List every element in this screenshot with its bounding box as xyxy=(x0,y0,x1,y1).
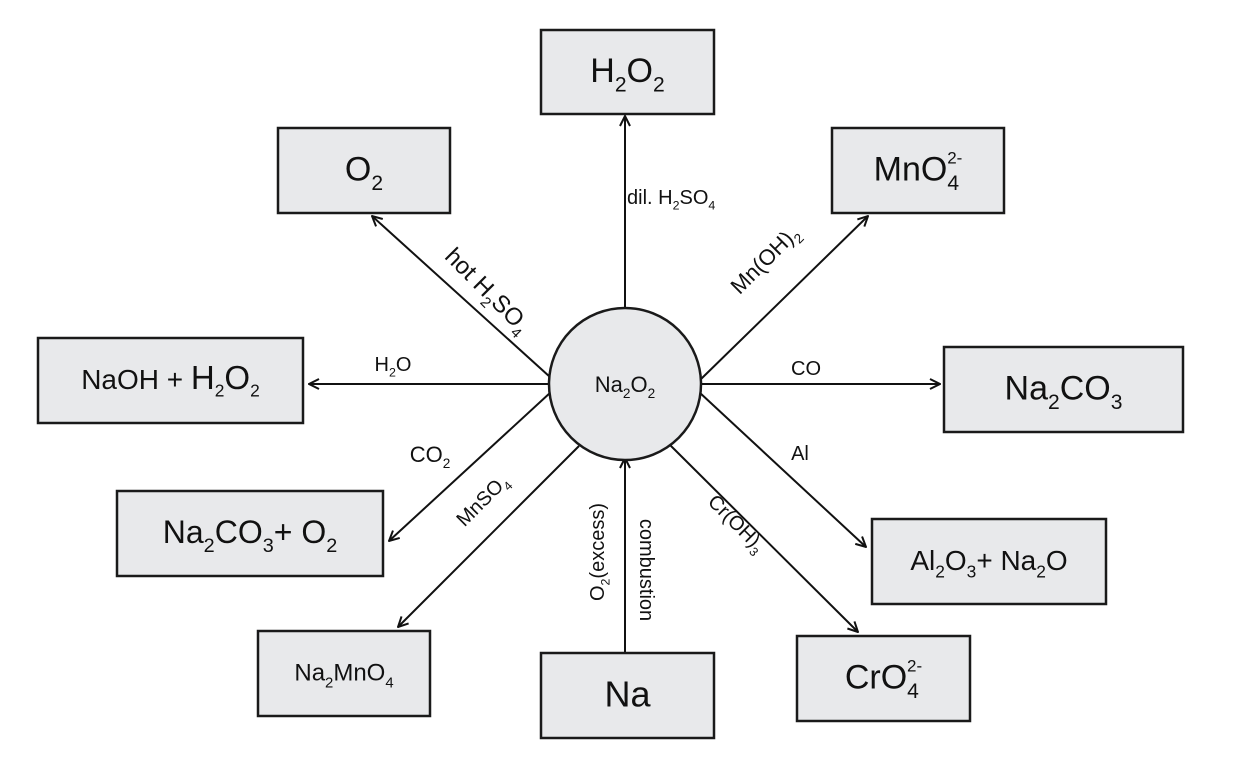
reagent-label-mnso4: MnSO4 xyxy=(452,470,515,533)
center-node-circle xyxy=(547,306,703,462)
reagent-label-co2: CO2 xyxy=(410,442,451,471)
arrow-to-o2 xyxy=(372,216,551,378)
arrow-to-mno4 xyxy=(699,216,868,381)
product-box-na2mno4 xyxy=(256,629,432,718)
reagent-label-al: Al xyxy=(791,443,809,465)
product-box-al2o3-na2o xyxy=(870,517,1108,606)
arrow-to-na2mno4 xyxy=(398,445,580,627)
reagent-label-dil-h2so4: dil. H2SO4 xyxy=(627,187,715,213)
reagent-label-o2-excess: O2(excess) xyxy=(587,503,613,601)
product-box-na2co3-o2 xyxy=(115,489,385,578)
reagent-label-combustion: combustion xyxy=(635,519,657,621)
product-label-naoh-h2o2: NaOH + H2O2 xyxy=(81,360,260,401)
product-label-h2o2: H2O2 xyxy=(590,52,664,97)
reagent-label-mn-oh-2: Mn(OH)2 xyxy=(726,221,807,302)
product-label-cro4: CrO42- xyxy=(845,657,922,704)
product-label-na2mno4: Na2MnO4 xyxy=(294,660,393,692)
reagent-label-h2o: H2O xyxy=(375,354,412,380)
product-box-h2o2 xyxy=(539,28,716,116)
reagent-label-co: CO xyxy=(791,358,821,380)
center-node-label: Na2O2 xyxy=(595,372,655,401)
arrow-to-al2o3-na2o xyxy=(698,391,866,547)
product-box-naoh-h2o2 xyxy=(36,336,305,425)
product-box-mno4 xyxy=(830,126,1006,215)
reagent-label-cr-oh-3: Cr(OH)3 xyxy=(701,491,770,560)
reagent-label-hot-h2so4: hot H2SO4 xyxy=(436,243,535,342)
product-box-cro4 xyxy=(795,634,972,723)
product-box-na2co3 xyxy=(942,345,1185,434)
product-box-o2 xyxy=(276,126,452,215)
product-label-o2: O2 xyxy=(345,151,383,196)
product-label-al2o3-na2o: Al2O3+ Na2O xyxy=(910,545,1067,582)
arrow-to-cro4 xyxy=(667,442,858,632)
product-label-na2co3: Na2CO3 xyxy=(1005,370,1123,415)
product-label-mno4: MnO42- xyxy=(874,149,963,196)
product-label-na2co3-o2: Na2CO3+ O2 xyxy=(163,514,337,557)
product-label-na: Na xyxy=(604,673,651,714)
arrow-to-na2co3-o2 xyxy=(389,391,552,541)
product-box-na xyxy=(539,651,716,740)
